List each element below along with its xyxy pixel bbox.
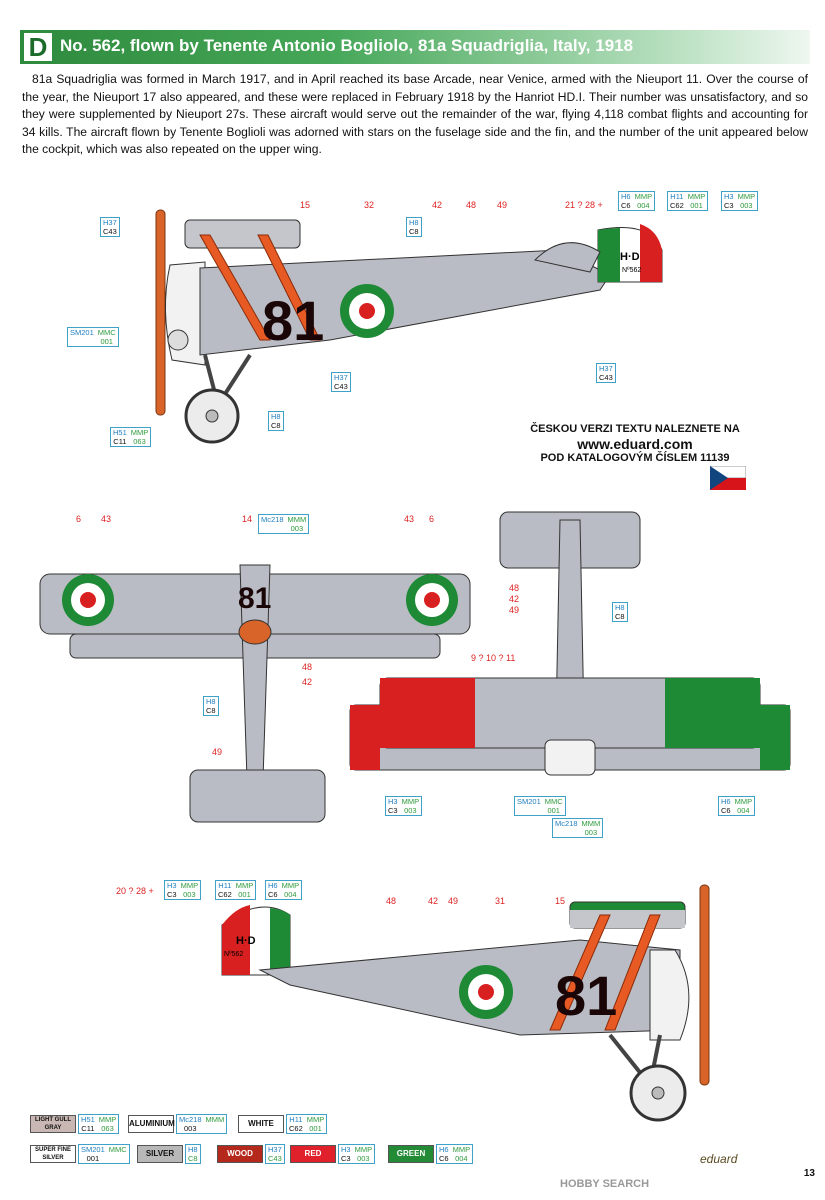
- side-view-upper: H·D Nº562 81: [155, 209, 663, 444]
- eduard-logo: eduard: [700, 1152, 738, 1166]
- fuselage-number: 81: [262, 289, 324, 352]
- low-callout-31: 31: [495, 896, 506, 906]
- legend-swatch-1: ALUMINIUM: [128, 1115, 175, 1133]
- czech-line-3: POD KATALOGOVÝM ČÍSLEM 11139: [540, 452, 730, 464]
- bot-callout-49: 49: [509, 605, 520, 615]
- czech-note: ČESKOU VERZI TEXTU NALEZNETE NA www.edua…: [505, 423, 765, 464]
- callout-32: 32: [364, 200, 375, 210]
- legend-swatch-7: GREEN: [388, 1145, 434, 1163]
- legend-swatch-2: WHITE: [238, 1115, 284, 1133]
- fin-serial-lower: Nº562: [224, 951, 243, 958]
- section-title: No. 562, flown by Tenente Antonio Boglio…: [60, 36, 634, 55]
- low-callout-20-28: 20 ? 28 +: [116, 886, 154, 896]
- callout-21-28: 21 ? 28 +: [565, 200, 603, 210]
- top-callout-43r: 43: [404, 514, 415, 524]
- low-callout-15: 15: [555, 896, 566, 906]
- callout-15: 15: [300, 200, 311, 210]
- legend-swatch-5: WOOD: [217, 1145, 263, 1163]
- legend-swatch-0: LIGHT GULL GRAY: [30, 1115, 76, 1133]
- legend-swatch-6: RED: [290, 1145, 336, 1163]
- low-callout-49: 49: [448, 896, 459, 906]
- bottom-view: [349, 511, 791, 776]
- intro-text: 81a Squadriglia was formed in March 1917…: [22, 72, 808, 157]
- top-callout-43: 43: [101, 514, 112, 524]
- fuselage-number-lower: 81: [555, 964, 617, 1027]
- callout-49: 49: [497, 200, 508, 210]
- watermark: HOBBY SEARCH: [560, 1178, 650, 1190]
- wing-number: 81: [238, 582, 271, 615]
- bot-callout-42: 42: [509, 594, 520, 604]
- low-callout-48: 48: [386, 896, 397, 906]
- side-view-lower: H·D Nº562 81: [221, 884, 710, 1122]
- czech-flag-icon: [710, 466, 746, 490]
- bot-callout-48: 48: [509, 583, 520, 593]
- fin-code: H·D: [620, 251, 640, 263]
- top-callout-14: 14: [242, 514, 253, 524]
- top-callout-42: 42: [302, 677, 313, 687]
- top-callout-48: 48: [302, 662, 313, 672]
- top-callout-49: 49: [212, 747, 223, 757]
- fin-code-lower: H·D: [236, 935, 256, 947]
- callout-42: 42: [432, 200, 443, 210]
- czech-line-2: www.eduard.com: [577, 436, 693, 452]
- low-callout-42: 42: [428, 896, 439, 906]
- top-view: 81: [39, 564, 471, 823]
- callout-48: 48: [466, 200, 477, 210]
- czech-line-1: ČESKOU VERZI TEXTU NALEZNETE NA: [530, 423, 740, 435]
- bot-callout-9-11: 9 ? 10 ? 11: [471, 653, 516, 663]
- fin-serial: Nº562: [622, 267, 641, 274]
- section-header: D No. 562, flown by Tenente Antonio Bogl…: [20, 30, 810, 64]
- legend-swatch-3: SUPER FINE SILVER: [30, 1145, 76, 1163]
- top-callout-6: 6: [76, 514, 82, 524]
- section-letter: D: [24, 33, 52, 61]
- legend-swatch-4: SILVER: [137, 1145, 183, 1163]
- page-number: 13: [803, 1168, 815, 1179]
- top-callout-6r: 6: [429, 514, 435, 524]
